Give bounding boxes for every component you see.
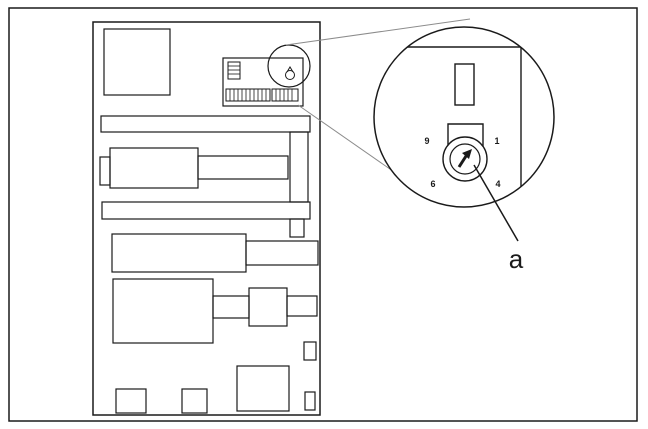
bottom-square-large — [236, 365, 290, 412]
component-cylinder — [99, 147, 289, 189]
magnified-view — [373, 26, 555, 208]
transformer-block — [112, 278, 318, 344]
callout-leader — [473, 164, 519, 242]
dial-number-1: 1 — [494, 136, 499, 146]
horizontal-bar-upper — [100, 115, 311, 133]
dial-number-4: 4 — [495, 179, 500, 189]
magnified-outline — [373, 26, 555, 208]
dial-number-9: 9 — [424, 136, 429, 146]
zoom-line-top — [285, 18, 471, 46]
component-square-top-left — [103, 28, 171, 96]
bottom-small-right — [304, 391, 316, 411]
control-module — [222, 57, 304, 107]
small-tab — [289, 218, 305, 238]
dial-small — [285, 70, 295, 80]
horizontal-bar-lower — [101, 201, 311, 220]
relay-block — [111, 233, 319, 273]
outer-frame — [8, 7, 638, 422]
dial-large-inner — [449, 143, 481, 175]
dial-number-6: 6 — [430, 179, 435, 189]
bottom-connector-left — [115, 388, 147, 414]
small-component-right — [303, 341, 317, 361]
bottom-connector-middle — [181, 388, 208, 414]
callout-label-a: a — [509, 244, 524, 274]
